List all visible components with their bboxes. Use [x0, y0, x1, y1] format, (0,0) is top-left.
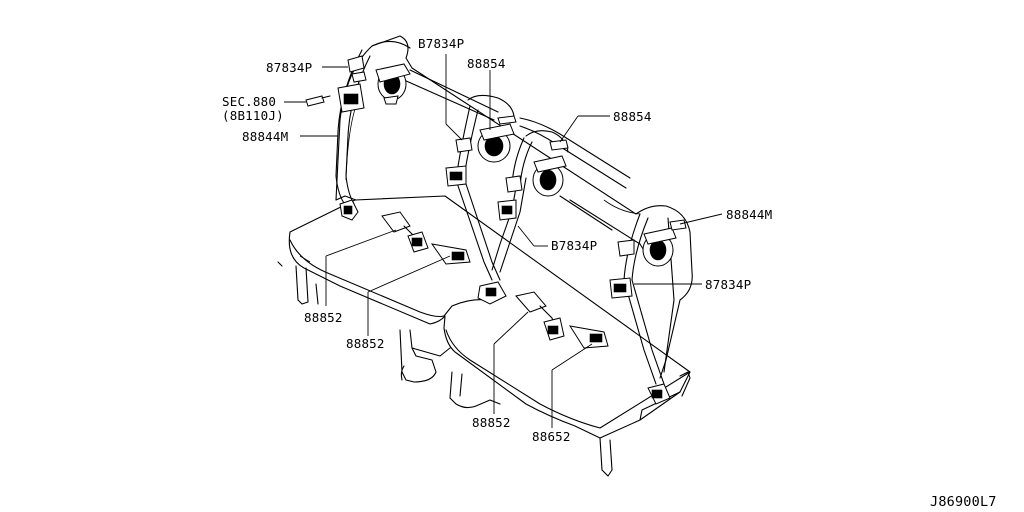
callout-87834p-upper-left: 87834P [266, 60, 312, 75]
center-left-belt [445, 105, 527, 305]
callout-88852-c: 88852 [472, 415, 511, 430]
callout-88852-b: 88852 [346, 336, 385, 351]
seat-buckles [381, 211, 609, 349]
right-outer-belt [609, 213, 687, 405]
callout-88854-top: 88854 [467, 56, 506, 71]
callout-b7834p-center: B7834P [551, 238, 597, 253]
callout-sec880: SEC.880 [222, 94, 276, 109]
left-outer-belt [335, 49, 411, 221]
callout-88852-a: 88852 [304, 310, 343, 325]
callout-b7834p-top: B7834P [418, 36, 464, 51]
callout-87834p-right: 87834P [705, 277, 751, 292]
callout-88844m-right: 88844M [726, 207, 772, 222]
callout-88652: 88652 [532, 429, 571, 444]
callout-8b110j: (8B110J) [222, 108, 284, 123]
callout-labels: 87834P B7834P 88854 SEC.880 (8B110J) 888… [222, 36, 772, 444]
seat-cushion [288, 195, 691, 439]
center-right-belt [505, 137, 569, 197]
callout-88844m-left: 88844M [242, 129, 288, 144]
leader-lines [284, 54, 723, 428]
drawing-number: J86900L7 [930, 494, 997, 510]
mounting-bolt [305, 95, 331, 107]
callout-88854-right: 88854 [613, 109, 652, 124]
